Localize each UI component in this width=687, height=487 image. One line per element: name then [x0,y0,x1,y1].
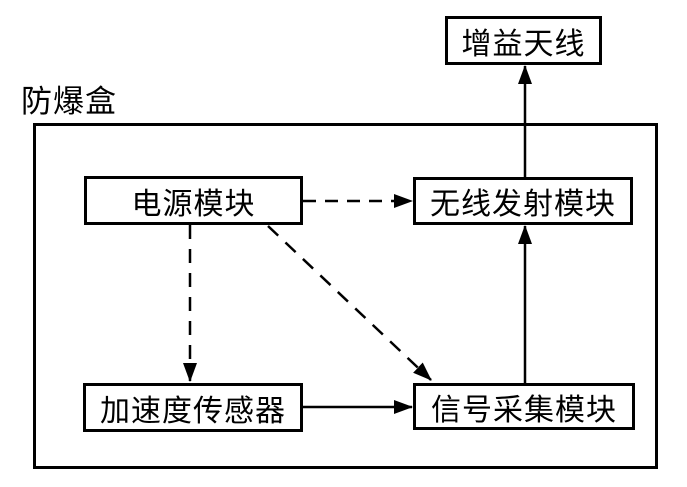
arrow-power-to-signal [267,225,432,381]
node-wireless-transmit-module-label: 无线发射模块 [430,187,616,222]
node-acceleration-sensor-label: 加速度传感器 [100,393,286,429]
enclosure-label: 防爆盒 [21,84,117,120]
node-signal-acquisition-module-label: 信号采集模块 [431,392,617,428]
node-wireless-transmit-module: 无线发射模块 [413,177,633,225]
node-gain-antenna: 增益天线 [445,16,602,65]
node-gain-antenna-label: 增益天线 [461,26,586,62]
node-acceleration-sensor: 加速度传感器 [83,383,303,432]
explosion-proof-box-outline [33,123,658,469]
node-power-module-label: 电源模块 [131,186,256,222]
node-power-module: 电源模块 [84,176,303,225]
node-signal-acquisition-module: 信号采集模块 [413,383,635,430]
